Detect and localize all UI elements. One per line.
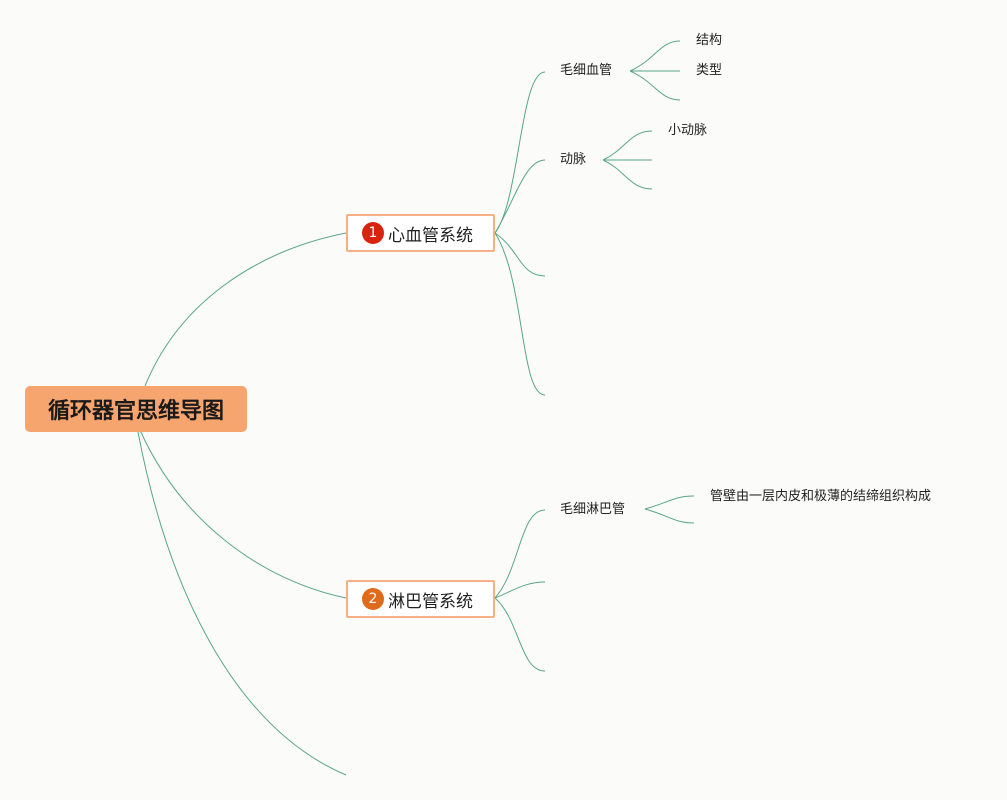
connector-root-to-empty [137, 431, 347, 776]
subtopic-type[interactable]: 类型 [696, 63, 723, 78]
topic-lymphatic-system[interactable]: 2 淋巴管系统 [346, 580, 495, 618]
connector-lymph-capillary-to-wall [644, 495, 695, 510]
connector-capillary-to-empty [629, 70, 681, 101]
root-topic[interactable]: 循环器官思维导图 [25, 386, 247, 432]
connector-artery-to-arteriole [602, 130, 653, 161]
connector-lymph-to-lymph-capillary [494, 509, 546, 599]
connector-cardio-to-artery [494, 159, 546, 234]
subtopic-lymph-capillary[interactable]: 毛细淋巴管 [560, 502, 626, 517]
topic-label: 心血管系统 [388, 225, 473, 246]
connector-lymph-capillary-to-empty [644, 508, 695, 524]
connector-root-to-lymph [139, 429, 347, 599]
subtopic-vessel-wall[interactable]: 管壁由一层内皮和极薄的结缔组织构成 [710, 489, 932, 504]
connector-artery-to-empty-2 [602, 159, 653, 190]
topic-cardiovascular-system[interactable]: 1 心血管系统 [346, 214, 495, 252]
subtopic-structure[interactable]: 结构 [696, 33, 723, 48]
connector-cardio-to-empty-1 [494, 232, 546, 277]
connector-cardio-to-capillary [494, 71, 546, 234]
connector-capillary-to-structure [629, 40, 681, 72]
priority-1-icon: 1 [362, 222, 384, 244]
topic-label: 淋巴管系统 [388, 591, 473, 612]
subtopic-arteriole[interactable]: 小动脉 [668, 123, 708, 138]
priority-2-icon: 2 [362, 588, 384, 610]
connector-lymph-to-empty-1 [494, 581, 546, 599]
connector-lymph-to-empty-2 [494, 597, 546, 672]
connector-root-to-cardio [144, 232, 347, 387]
subtopic-artery[interactable]: 动脉 [560, 152, 587, 167]
connector-cardio-to-empty-2 [494, 232, 546, 396]
subtopic-capillary[interactable]: 毛细血管 [560, 63, 613, 78]
